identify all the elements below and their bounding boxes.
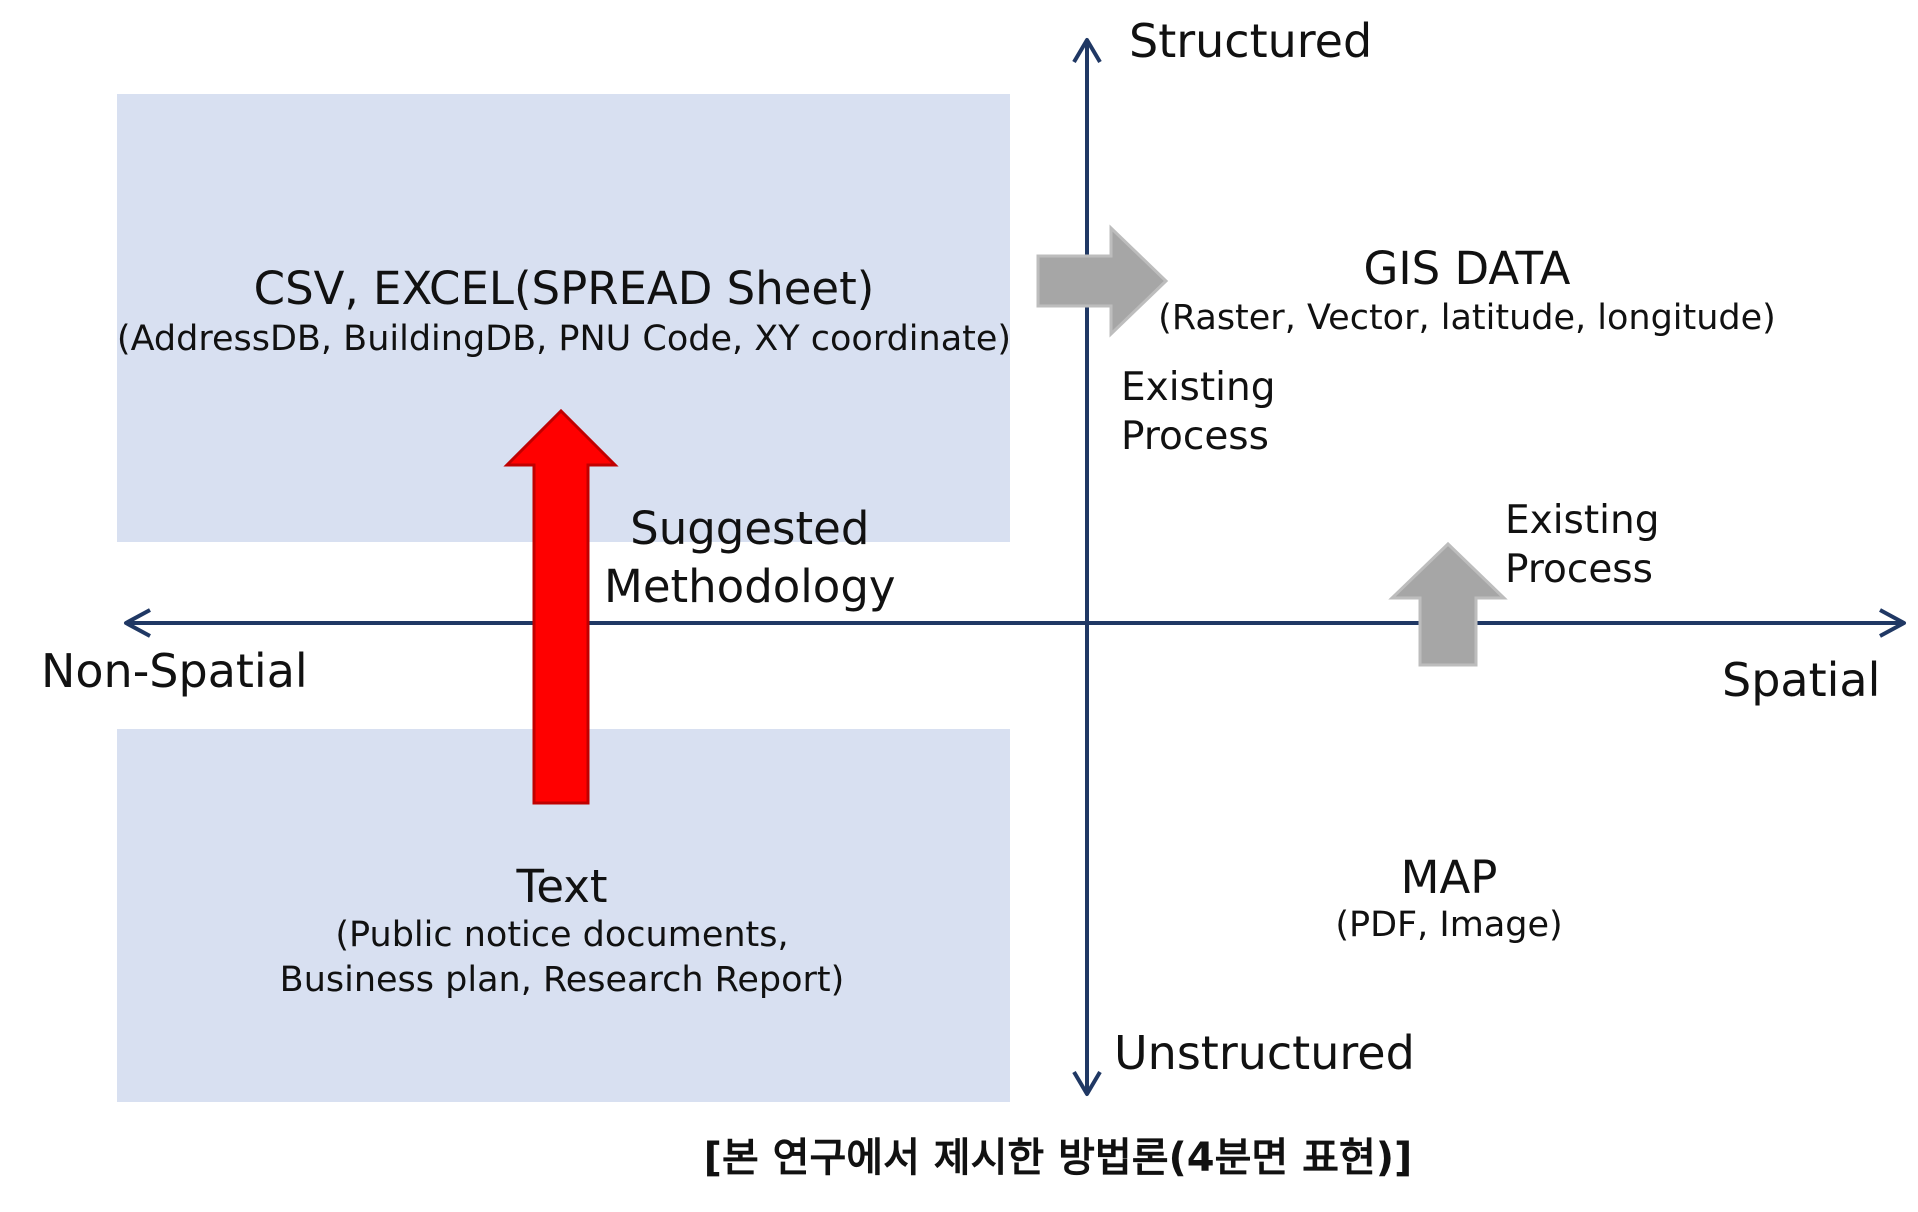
existing-process-label-right: Existing Process [1121,364,1275,462]
gis-data-detail: (Raster, Vector, latitude, longitude) [1158,298,1776,338]
axis-label-spatial: Spatial [1722,653,1881,707]
csv-excel-detail: (AddressDB, BuildingDB, PNU Code, XY coo… [116,319,1012,359]
map-title: MAP [1400,851,1498,904]
axis-label-unstructured: Unstructured [1114,1026,1415,1080]
vertical-axis-top-arrowhead [1072,38,1102,64]
suggested-methodology-line1: Suggested [630,502,870,555]
existing-process-right-line2: Process [1121,413,1269,459]
axis-label-structured: Structured [1129,14,1373,68]
existing-process-right-line1: Existing [1121,365,1276,410]
gis-data-title: GIS DATA [1363,242,1571,295]
text-title: Text [516,860,608,913]
text-detail-line2: Business plan, Research Report) [279,960,845,1000]
existing-process-label-up: Existing Process [1505,497,1659,595]
suggested-methodology-label: Suggested Methodology [604,500,896,615]
horizontal-axis-left-arrowhead [124,608,151,638]
suggested-methodology-line2: Methodology [604,559,896,613]
text-detail-line1: (Public notice documents, [335,915,789,955]
csv-excel-title: CSV, EXCEL(SPREAD Sheet) [253,262,875,315]
existing-process-up-line1: Existing [1505,498,1660,543]
existing-process-right-arrow [1036,224,1169,338]
axis-label-non-spatial: Non-Spatial [41,644,308,698]
suggested-methodology-arrow [503,408,619,805]
vertical-axis-bottom-arrowhead [1072,1070,1102,1096]
existing-process-up-line2: Process [1505,546,1653,592]
figure-caption: [본 연구에서 제시한 방법론(4분면 표현)] [703,1135,1413,1181]
existing-process-up-arrow [1388,541,1508,667]
horizontal-axis-right-arrowhead [1879,608,1906,638]
map-detail: (PDF, Image) [1335,905,1563,945]
